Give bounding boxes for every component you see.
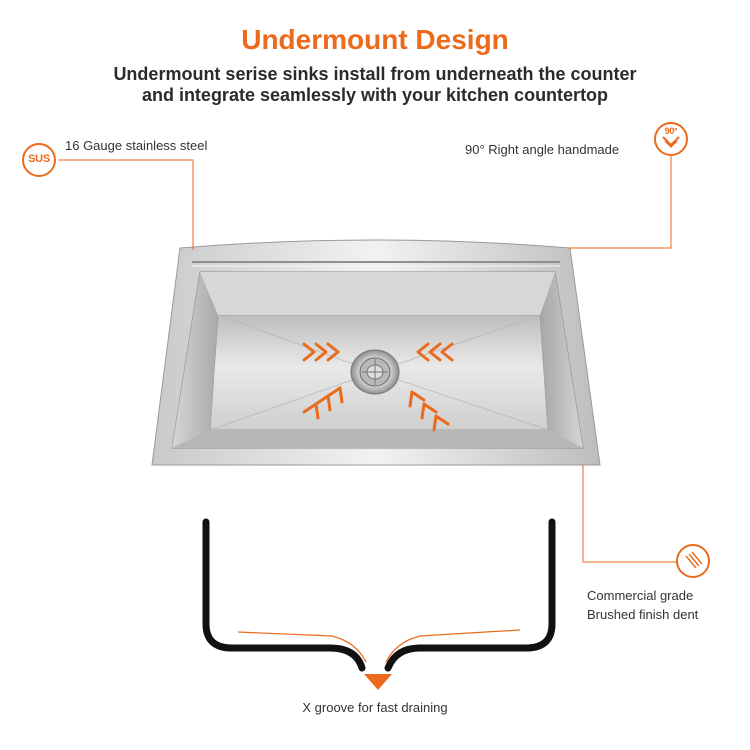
brushed-lines-icon <box>676 544 710 578</box>
finish-label: Commercial grade Brushed finish dent <box>587 586 698 624</box>
arrow-bottom-left <box>302 386 344 420</box>
finish-line-1: Commercial grade <box>587 588 694 603</box>
groove-label: X groove for fast draining <box>302 700 448 715</box>
right-angle-icon: 90° <box>654 122 688 156</box>
arrow-bottom-right <box>408 390 450 432</box>
down-arrow-icon <box>364 674 392 690</box>
subtitle-line-2: and integrate seamlessly with your kitch… <box>141 85 609 105</box>
arrow-top-right <box>416 342 454 362</box>
material-label: 16 Gauge stainless steel <box>65 138 208 153</box>
x-groove-profile <box>202 518 556 690</box>
arrow-top-left <box>302 342 340 362</box>
page-title: Undermount Design <box>241 24 509 55</box>
flow-arrows <box>302 342 454 432</box>
finish-line-2: Brushed finish dent <box>587 607 699 622</box>
angle-label: 90° Right angle handmade <box>465 142 620 157</box>
page-subtitle: Undermount serise sinks install from und… <box>0 64 750 106</box>
drain-strainer <box>350 349 400 395</box>
callout-leaders <box>58 156 678 563</box>
subtitle-line-1: Undermount serise sinks install from und… <box>113 64 637 84</box>
sus-badge-icon: SUS <box>22 143 56 177</box>
